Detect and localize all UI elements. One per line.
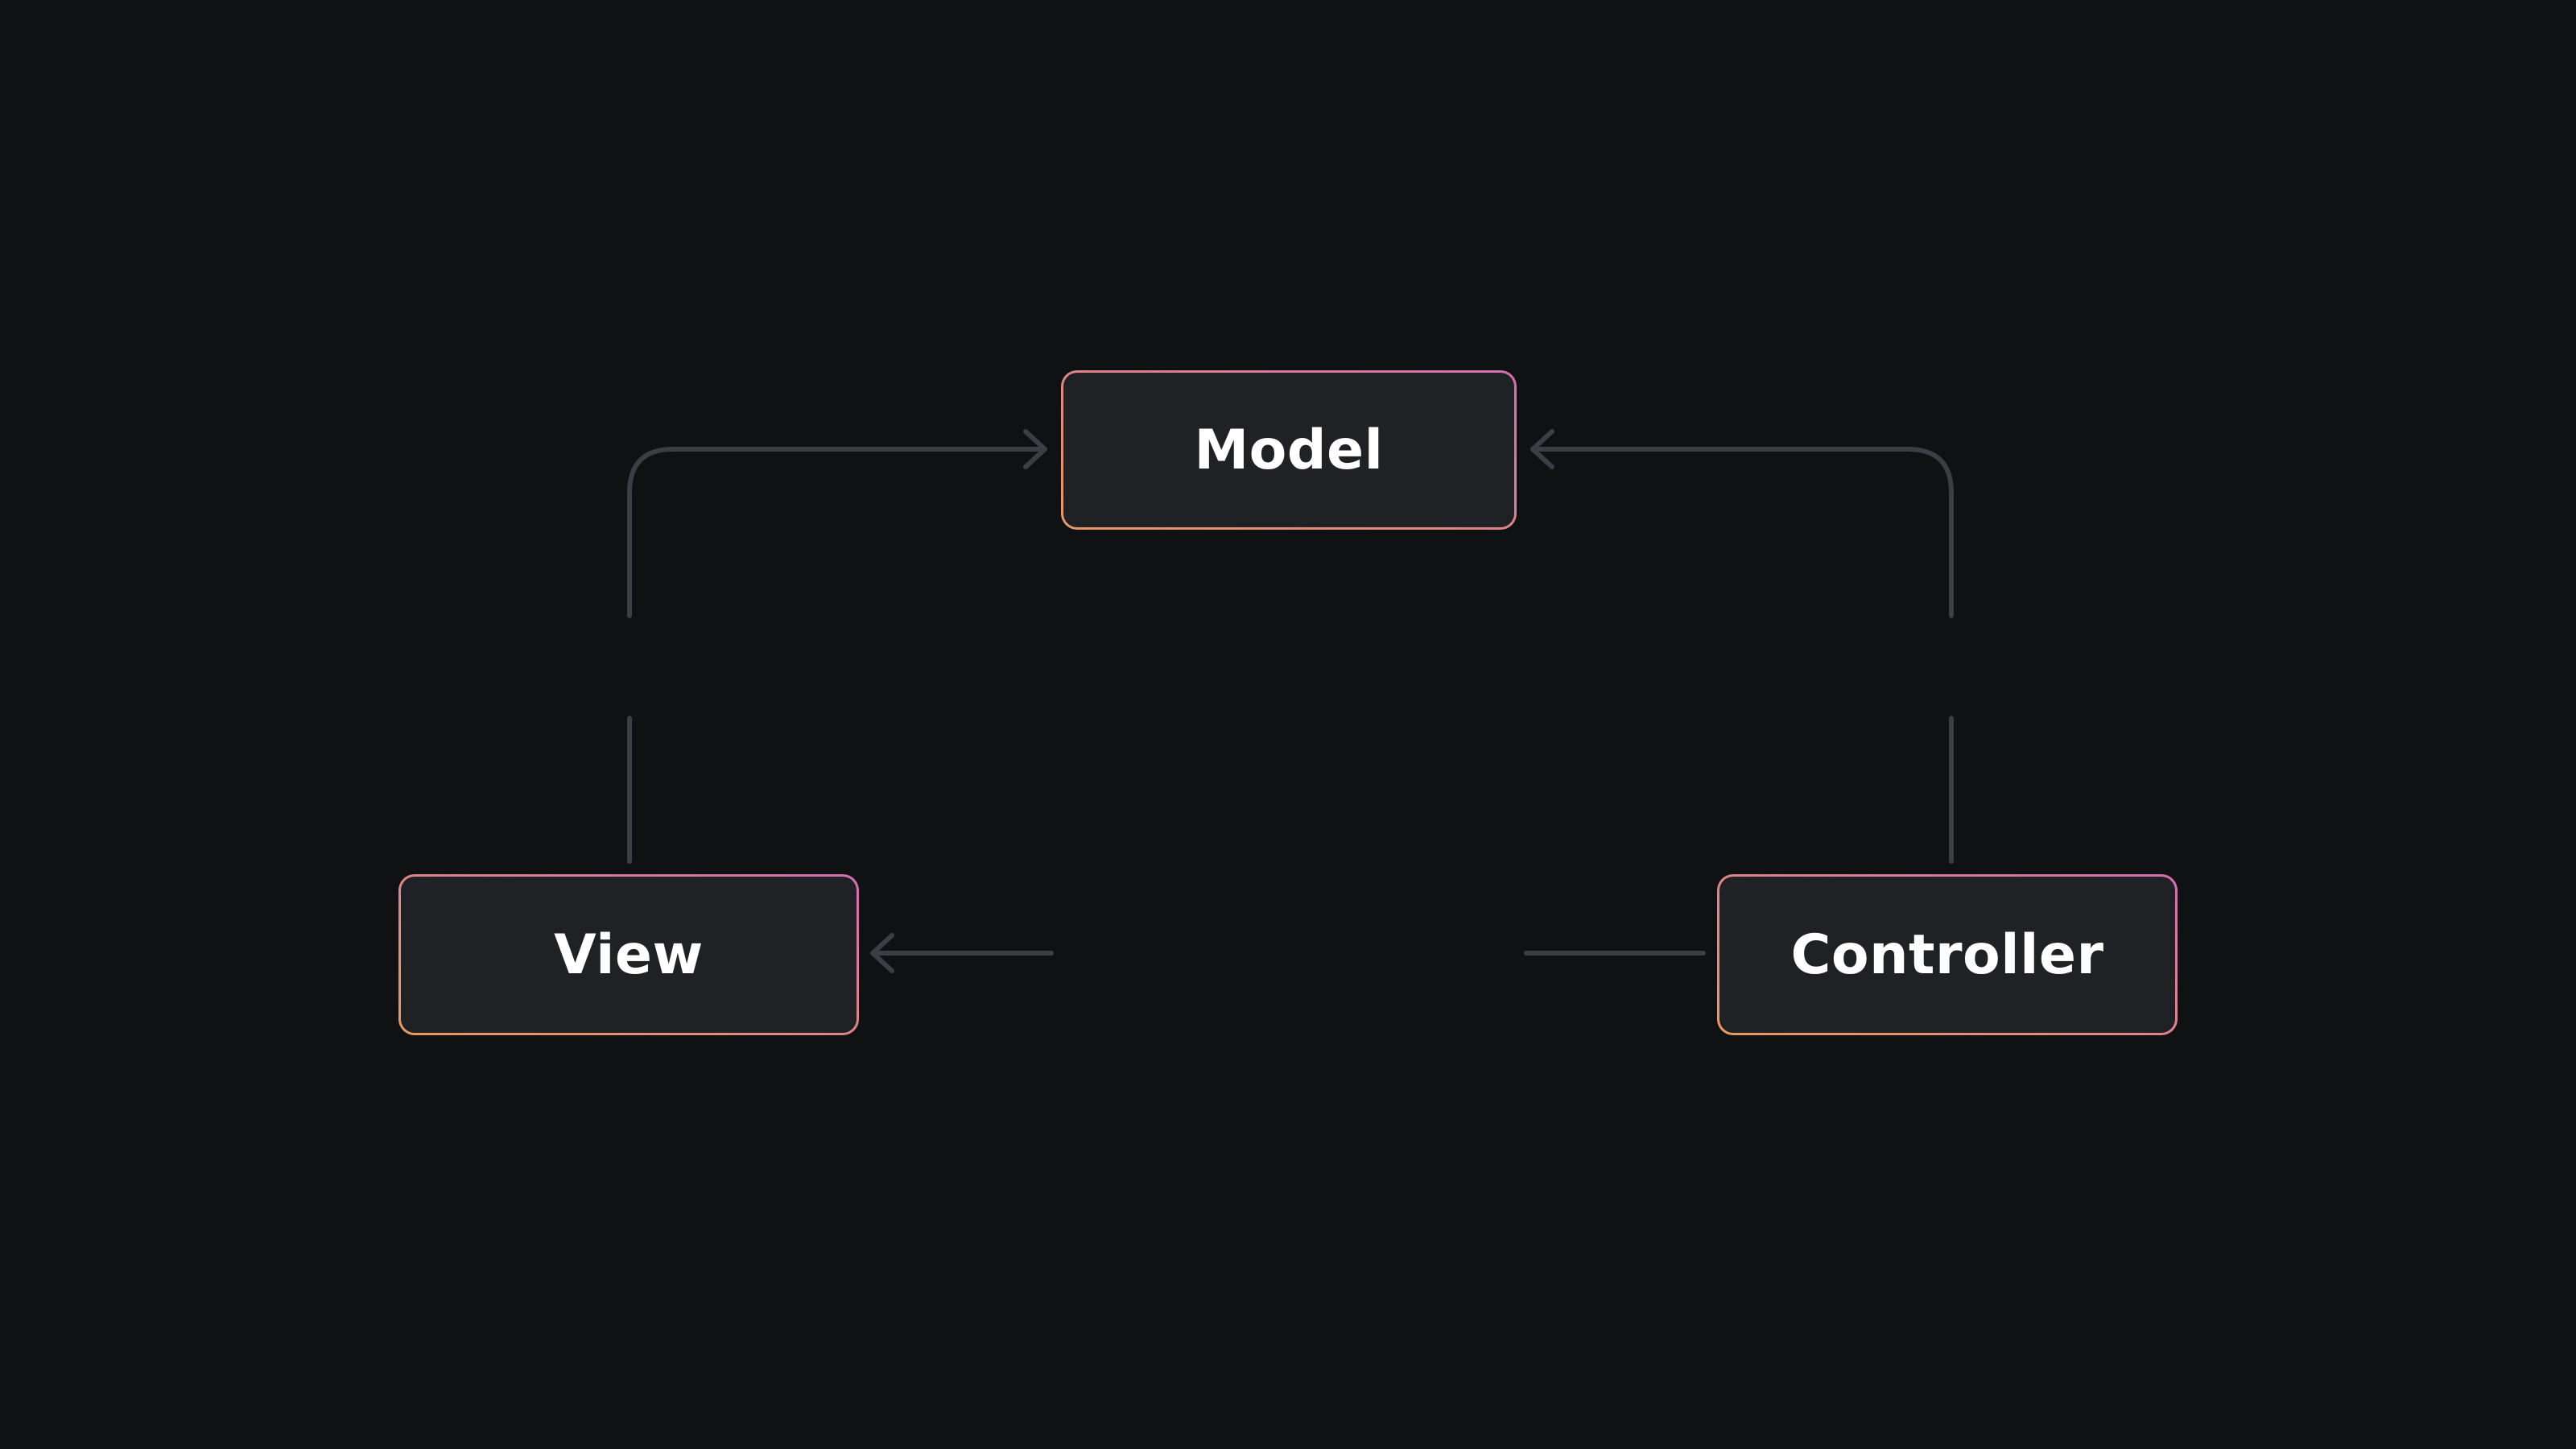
model-node-body: Model <box>1063 373 1514 527</box>
connector-view-to-model-upper <box>627 447 1046 618</box>
controller-label: Controller <box>1790 923 2104 987</box>
view-label: View <box>554 923 704 987</box>
view-node[interactable]: View <box>398 874 859 1035</box>
controller-node[interactable]: Controller <box>1717 874 2178 1035</box>
controller-node-body: Controller <box>1719 877 2175 1033</box>
arrowhead-controller-to-view <box>870 933 894 973</box>
model-node[interactable]: Model <box>1061 370 1517 530</box>
connector-controller-to-model-upper <box>1532 447 1954 618</box>
arrowhead-view-to-model <box>1023 429 1047 469</box>
arrowhead-controller-to-model <box>1530 429 1554 469</box>
model-label: Model <box>1194 418 1384 482</box>
view-node-body: View <box>401 877 857 1033</box>
